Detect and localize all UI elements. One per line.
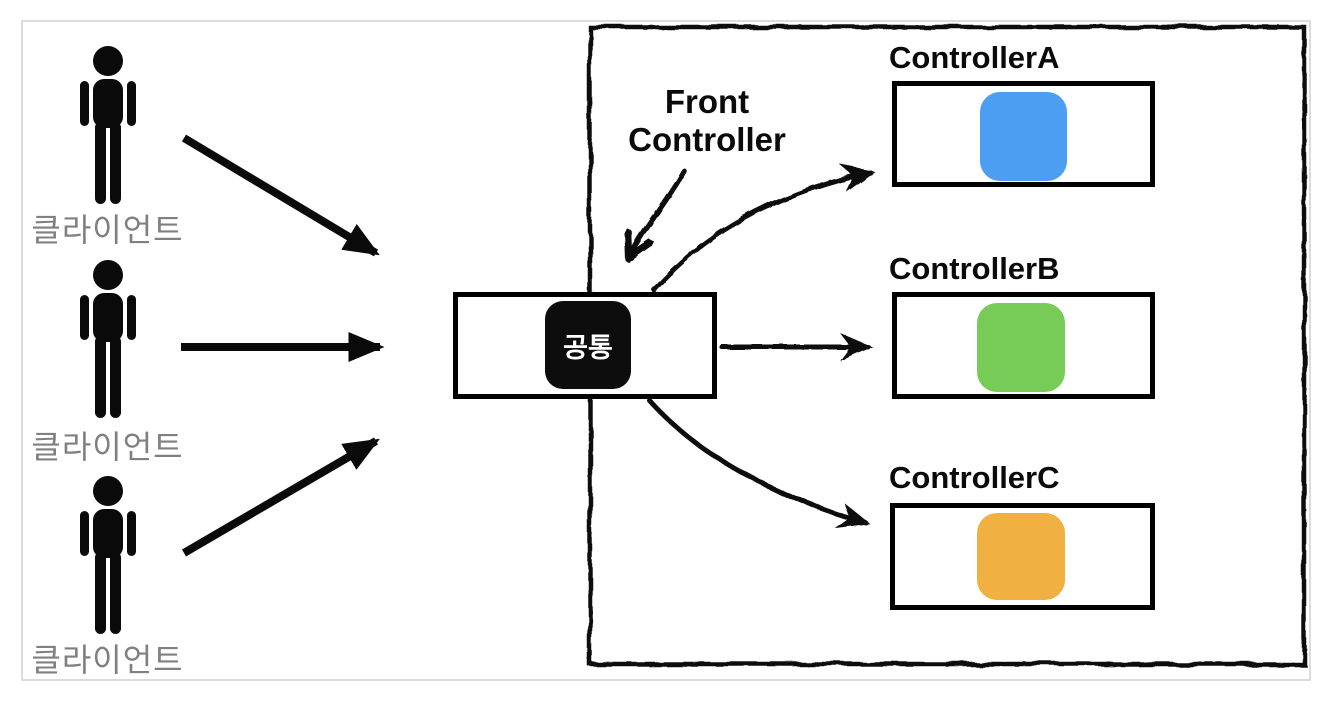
front-controller-label: Front Controller xyxy=(628,83,786,158)
client1-to-hub-arrow-icon xyxy=(181,134,380,257)
client-figure-2 xyxy=(76,260,140,418)
hub-to-controller-c-arrow-icon xyxy=(647,398,871,529)
controller-c-chip xyxy=(977,513,1065,600)
controller-c-title: ControllerC xyxy=(889,460,1060,495)
hub-label: 공통 xyxy=(563,332,613,363)
person-icon xyxy=(80,46,136,204)
client-label-1: 클라이언트 xyxy=(31,212,184,248)
controller-b-chip xyxy=(977,303,1065,392)
hub-chip: 공통 xyxy=(545,301,631,389)
client-figure-3 xyxy=(76,476,140,634)
client3-to-hub-arrow-icon xyxy=(181,437,380,557)
person-icon xyxy=(80,476,136,634)
person-icon xyxy=(80,260,136,418)
controller-a-title: ControllerA xyxy=(889,40,1060,75)
client-figure-1 xyxy=(76,46,140,204)
controller-b-title: ControllerB xyxy=(889,251,1060,286)
client-label-3: 클라이언트 xyxy=(31,642,184,678)
front-controller-pointer-arrow-icon xyxy=(630,168,687,256)
client-label-2: 클라이언트 xyxy=(31,429,184,465)
controller-a-chip xyxy=(980,92,1067,181)
hub-to-controller-a-arrow-icon xyxy=(651,164,875,293)
